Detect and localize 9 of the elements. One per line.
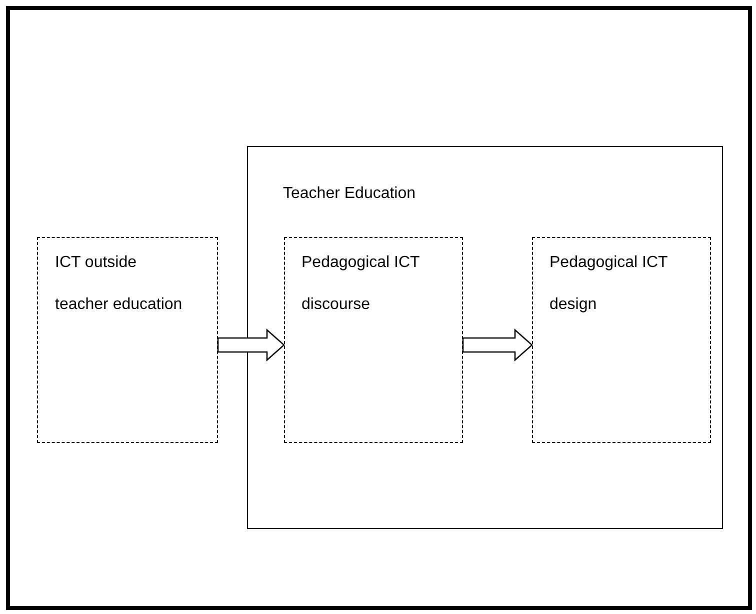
box-label: Pedagogical ICT discourse [302, 252, 420, 314]
group-heading: Teacher Education [283, 185, 416, 203]
block-arrow [462, 328, 533, 362]
dashed-box [532, 236, 710, 442]
dashed-box [284, 236, 462, 442]
dashed-box [37, 237, 218, 443]
box-label: ICT outside teacher education [55, 253, 184, 315]
box-label: Pedagogical ICT design [550, 252, 668, 314]
block-arrow [217, 328, 285, 362]
